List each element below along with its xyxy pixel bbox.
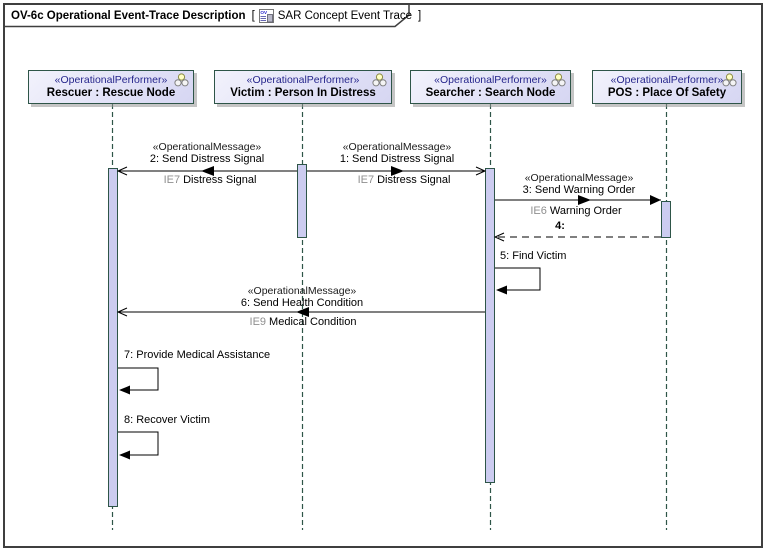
activation-victim[interactable]: [297, 164, 307, 238]
info-flow-arrow: [578, 195, 591, 205]
message-stereotype: «OperationalMessage»: [524, 172, 634, 184]
bracket-open: [: [251, 10, 255, 22]
lifeline-head-rescuer[interactable]: «OperationalPerformer» Rescuer : Rescue …: [28, 70, 194, 104]
flow-name: Warning Order: [549, 205, 622, 217]
message-name: 2: Send Distress Signal: [149, 153, 265, 165]
stereotype-label: «OperationalPerformer»: [434, 74, 547, 86]
flow-id: IE7: [357, 174, 375, 186]
lifeline-head-pos[interactable]: «OperationalPerformer» POS : Place Of Sa…: [592, 70, 742, 104]
activation-rescuer[interactable]: [108, 168, 118, 507]
message-7-provide-medical-assistance[interactable]: [118, 367, 159, 395]
message-5-find-victim[interactable]: [495, 267, 541, 295]
diagram-name: SAR Concept Event Trace: [277, 10, 412, 22]
message-name: 4:: [555, 220, 565, 232]
lifeline-name: POS : Place Of Safety: [607, 87, 727, 99]
message-stereotype: «OperationalMessage»: [342, 141, 452, 153]
ov-diagram-icon: OV: [258, 9, 274, 23]
diagram-kind-title: OV-6c Operational Event-Trace Descriptio…: [11, 10, 246, 22]
message-2-send-distress-signal[interactable]: [116, 166, 297, 176]
flow-name: Distress Signal: [377, 174, 451, 186]
message-stereotype: «OperationalMessage»: [247, 285, 357, 297]
message-2-label[interactable]: «OperationalMessage» 2: Send Distress Si…: [150, 141, 264, 166]
lifeline-head-victim[interactable]: «OperationalPerformer» Victim : Person I…: [214, 70, 392, 104]
message-6-send-health-condition[interactable]: [116, 307, 485, 317]
message-6-label[interactable]: «OperationalMessage» 6: Send Health Cond…: [241, 285, 363, 310]
message-8-recover-victim[interactable]: [118, 431, 159, 460]
message-4-reply[interactable]: [493, 232, 661, 242]
message-name: 3: Send Warning Order: [522, 184, 636, 196]
activation-searcher[interactable]: [485, 168, 495, 483]
message-name: 7: Provide Medical Assistance: [124, 349, 271, 361]
flow-id: IE6: [530, 205, 547, 217]
diagram-frame: [3, 3, 763, 548]
message-3-send-warning-order[interactable]: [495, 195, 661, 205]
message-stereotype: «OperationalMessage»: [152, 141, 262, 153]
message-name: 5: Find Victim: [500, 250, 567, 262]
lifeline-name: Searcher : Search Node: [425, 87, 556, 99]
info-flow-arrow: [391, 166, 404, 176]
performer-icon: [372, 73, 387, 87]
svg-text:OV: OV: [260, 10, 268, 15]
stereotype-label: «OperationalPerformer»: [54, 74, 168, 86]
flow-id: IE7: [163, 174, 181, 186]
performer-icon: [174, 73, 189, 87]
info-flow-arrow: [296, 307, 309, 317]
message-7-label[interactable]: 7: Provide Medical Assistance: [124, 349, 270, 361]
flow-name: Medical Condition: [269, 316, 357, 328]
stereotype-label: «OperationalPerformer»: [246, 74, 360, 86]
message-4-label[interactable]: 4:: [555, 220, 565, 232]
flow-id: IE9: [249, 316, 267, 328]
activation-pos[interactable]: [661, 201, 671, 238]
info-flow-arrow: [201, 166, 214, 176]
performer-icon: [551, 73, 566, 87]
message-name: 6: Send Health Condition: [240, 297, 364, 309]
bracket-close: ]: [418, 10, 422, 22]
lifeline-name: Victim : Person In Distress: [230, 87, 376, 99]
diagram-title-tab[interactable]: OV-6c Operational Event-Trace Descriptio…: [11, 8, 421, 24]
frame-tab-outline: [5, 5, 410, 28]
stereotype-label: «OperationalPerformer»: [610, 74, 724, 86]
message-1-label[interactable]: «OperationalMessage» 1: Send Distress Si…: [340, 141, 454, 166]
lifeline-head-searcher[interactable]: «OperationalPerformer» Searcher : Search…: [410, 70, 571, 104]
lifeline-name: Rescuer : Rescue Node: [46, 87, 176, 99]
message-5-label[interactable]: 5: Find Victim: [500, 250, 566, 262]
flow-name: Distress Signal: [183, 174, 257, 186]
message-8-label[interactable]: 8: Recover Victim: [124, 414, 210, 426]
message-name: 8: Recover Victim: [124, 414, 210, 426]
message-name: 1: Send Distress Signal: [339, 153, 455, 165]
message-3-label[interactable]: «OperationalMessage» 3: Send Warning Ord…: [523, 172, 636, 197]
performer-icon: [722, 73, 737, 87]
message-1-send-distress-signal[interactable]: [307, 166, 487, 176]
